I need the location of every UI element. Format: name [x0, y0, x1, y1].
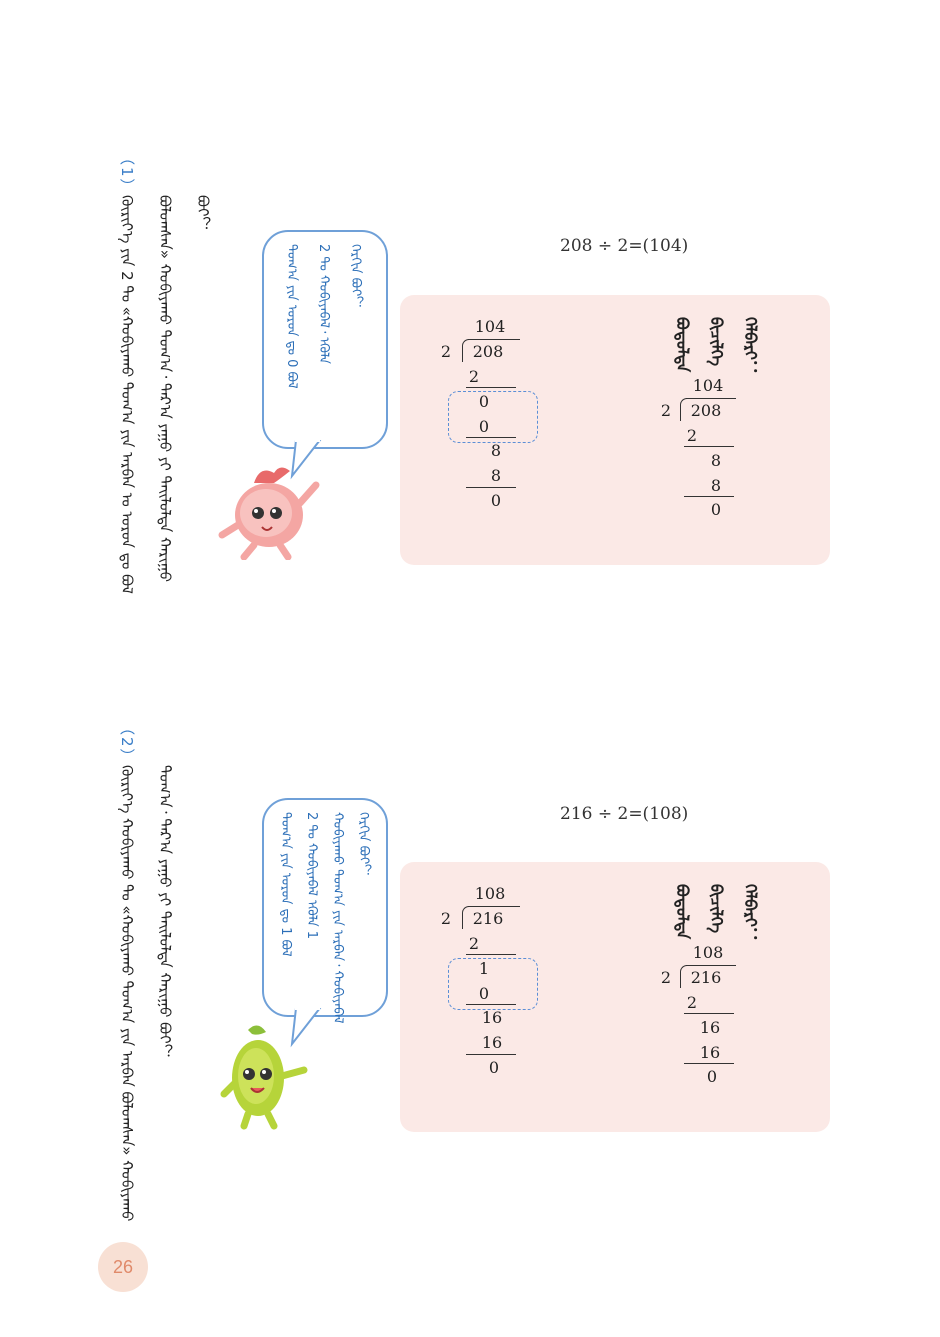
- q2-right-divisor: 2: [660, 968, 672, 987]
- q1-left-step-2: 0: [478, 392, 490, 411]
- q1-right-step-1: 2: [686, 426, 698, 445]
- q1-left-step-1: 2: [468, 367, 480, 386]
- q1-right-step-2: 8: [710, 451, 722, 470]
- page-number: 26: [98, 1242, 148, 1292]
- q2-left-step-4: 16: [481, 1008, 503, 1027]
- q1-bubble-tail: [290, 440, 322, 480]
- q2-right-step-1: 2: [686, 993, 698, 1012]
- q2-bubble-tail: [290, 1008, 322, 1048]
- bean-mascot-icon: [220, 1025, 308, 1130]
- q2-bubble-line-3: 2 ᠲᠤ ᠬᠤᠪᠢᠶᠠᠪᠠᠯ ᠡᠬᠦᠯᠡ 1: [304, 812, 319, 940]
- q2-left-dividend: 216: [472, 909, 504, 928]
- q2-label-3: ᠬᠡᠯᠪᠡᠷᠢ：: [741, 884, 760, 943]
- peach-mascot-icon: [218, 467, 320, 560]
- q1-right-divisor: 2: [660, 401, 672, 420]
- q1-left-quotient: 104: [474, 317, 506, 336]
- q2-left-step-1: 2: [468, 934, 480, 953]
- q1-left-step-5: 8: [490, 466, 502, 485]
- q2-label-1: ᠪᠣᠳᠣᠯᠲᠠ: [673, 884, 692, 940]
- q2-left-step-5: 16: [481, 1033, 503, 1052]
- q2-left-step-6: 0: [488, 1058, 500, 1077]
- q1-right-quotient: 104: [692, 376, 724, 395]
- q1-text-line-3: ᠪᠤᠢ？: [194, 195, 212, 232]
- q1-left-dividend: 208: [472, 342, 504, 361]
- q1-left-step-3: 0: [478, 417, 490, 436]
- q2-label-2: ᠪᠢᠴᠢᠯᠭᠡ: [707, 884, 726, 934]
- q1-label-2: ᠪᠢᠴᠢᠯᠭᠡ: [707, 317, 726, 367]
- q1-speech-bubble: ᠲᠣᠭ᠎ᠠ ᠶᠢᠨ ᠣᠷᠤᠨ ᠳᠤ 0 ᠪᠣᠯ 2 ᠲᠤ ᠬᠤᠪᠢᠶᠠᠪᠠᠯ᠂ …: [262, 230, 388, 449]
- q1-highlight-box: [448, 391, 538, 443]
- q2-right-dividend: 216: [690, 968, 722, 987]
- q2-solution-box: 108 2 216 2 1 0 16 16 0 ᠪᠣᠳᠣᠯᠲᠠ ᠪᠢᠴᠢᠯᠭᠡ …: [400, 862, 830, 1132]
- q2-right-step-3: 16: [699, 1043, 721, 1062]
- q1-equation: 208 ÷ 2=(104): [560, 236, 689, 256]
- q1-solution-box: 104 2 208 2 0 0 8 8 0 ᠪᠣᠳᠣᠯᠲᠠ ᠪᠢᠴᠢᠯᠭᠡ ᠬᠡ…: [400, 295, 830, 565]
- q2-left-quotient: 108: [474, 884, 506, 903]
- q2-text-line-2: ᠲᠣᠭ᠎ᠠ᠂ ᠲᠠᠷ᠎ᠠ ᠶᠠᠭᠤ ᠶᠢ ᠲᠡᠢᠯᠦᠯᠲᠡ ᠬᠠᠷᠢᠭᠤ ᠪᠤᠢ…: [156, 765, 174, 1059]
- q2-right-quotient: 108: [692, 943, 724, 962]
- q2-equation: 216 ÷ 2=(108): [560, 804, 689, 824]
- q1-bubble-line-1: ᠬᠡᠷᠬᠢᠨ ᠪᠤᠢ？: [348, 244, 363, 310]
- q2-bubble-line-4: ᠲᠣᠭ᠎ᠠ ᠶᠢᠨ ᠣᠷᠤᠨ ᠳᠤ 1 ᠪᠣᠯ: [278, 812, 293, 957]
- q2-text-line-1: ᠬᠦᠷᠢᠶ᠎ᠡ ᠬᠤᠪᠢᠶᠠᠬᠤ ᠲᠤ «ᠬᠤᠪᠢᠶᠠᠬᠤ ᠲᠣᠭ᠎ᠠ ᠶᠢᠨ …: [118, 765, 136, 1222]
- q2-left-step-2: 1: [478, 959, 490, 978]
- q2-bubble-line-1: ᠬᠡᠷᠬᠢᠨ ᠪᠤᠢ？: [356, 812, 371, 878]
- q1-text-line-1: ᠬᠦᠷᠢᠶ᠎ᠡ ᠶᠢᠨ 2 ᠲᠤ «ᠬᠤᠪᠢᠶᠠᠬᠤ ᠲᠣᠭ᠎ᠠ ᠶᠢᠨ ᠠᠷᠪ…: [118, 195, 136, 594]
- q1-label-3: ᠬᠡᠯᠪᠡᠷᠢ：: [741, 317, 760, 376]
- q2-right-step-2: 16: [699, 1018, 721, 1037]
- q1-number: （1）: [118, 150, 136, 196]
- q1-right-dividend: 208: [690, 401, 722, 420]
- q1-bubble-line-2: 2 ᠲᠤ ᠬᠤᠪᠢᠶᠠᠪᠠᠯ᠂ ᠡᠬᠦᠯᠡ: [316, 244, 331, 364]
- q2-highlight-box: [448, 958, 538, 1010]
- q2-bubble-line-2: ᠬᠤᠪᠢᠶᠠᠬᠤ ᠲᠣᠭ᠎ᠠ ᠶᠢᠨ ᠠᠷᠪᠠᠨ᠂ ᠬᠤᠪᠢᠶᠠᠪᠠᠯ: [330, 812, 345, 1024]
- q2-number: （2）: [118, 720, 136, 766]
- q1-left-step-6: 0: [490, 491, 502, 510]
- q2-left-divisor: 2: [440, 909, 452, 928]
- q1-label-1: ᠪᠣᠳᠣᠯᠲᠠ: [673, 317, 692, 373]
- q1-left-divisor: 2: [440, 342, 452, 361]
- q2-speech-bubble: ᠲᠣᠭ᠎ᠠ ᠶᠢᠨ ᠣᠷᠤᠨ ᠳᠤ 1 ᠪᠣᠯ 2 ᠲᠤ ᠬᠤᠪᠢᠶᠠᠪᠠᠯ ᠡ…: [262, 798, 388, 1023]
- q1-left-step-4: 8: [490, 441, 502, 460]
- q1-right-step-4: 0: [710, 500, 722, 519]
- q2-left-step-3: 0: [478, 984, 490, 1003]
- q1-bubble-line-3: ᠲᠣᠭ᠎ᠠ ᠶᠢᠨ ᠣᠷᠤᠨ ᠳᠤ 0 ᠪᠣᠯ: [284, 244, 299, 389]
- q1-text-line-2: ᠪᠤᠯᠤᠭᠰᠠᠨ» ᠬᠤᠪᠢᠶᠠᠬᠤ ᠲᠣᠭ᠎ᠠ᠂ ᠲᠠᠷ᠎ᠠ ᠶᠠᠭᠤ ᠶᠢ …: [156, 195, 174, 583]
- q2-right-step-4: 0: [706, 1067, 718, 1086]
- q1-right-step-3: 8: [710, 476, 722, 495]
